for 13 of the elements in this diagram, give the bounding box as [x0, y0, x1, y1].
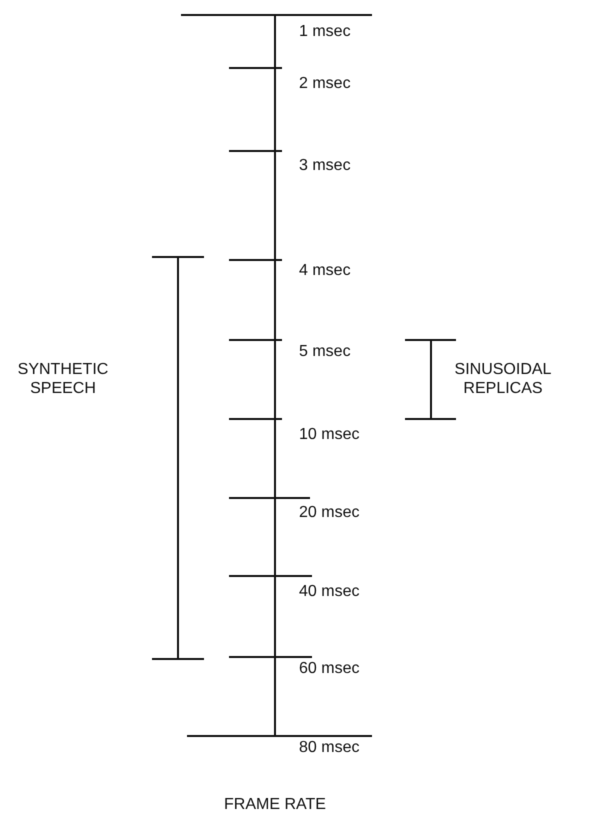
- tick-label: 40 msec: [299, 582, 360, 601]
- axis-title: FRAME RATE: [223, 795, 327, 814]
- tick-label: 80 msec: [299, 738, 360, 757]
- tick-label: 4 msec: [299, 261, 351, 280]
- tick-label: 60 msec: [299, 659, 360, 678]
- tick-label: 5 msec: [299, 342, 351, 361]
- bracket-label: SINUSOIDAL REPLICAS: [454, 360, 552, 398]
- tick-label: 20 msec: [299, 503, 360, 522]
- bracket-label: SYNTHETIC SPEECH: [16, 360, 110, 398]
- tick-label: 3 msec: [299, 156, 351, 175]
- tick-label: 10 msec: [299, 425, 360, 444]
- tick-label: 2 msec: [299, 74, 351, 93]
- tick-label: 1 msec: [299, 22, 351, 41]
